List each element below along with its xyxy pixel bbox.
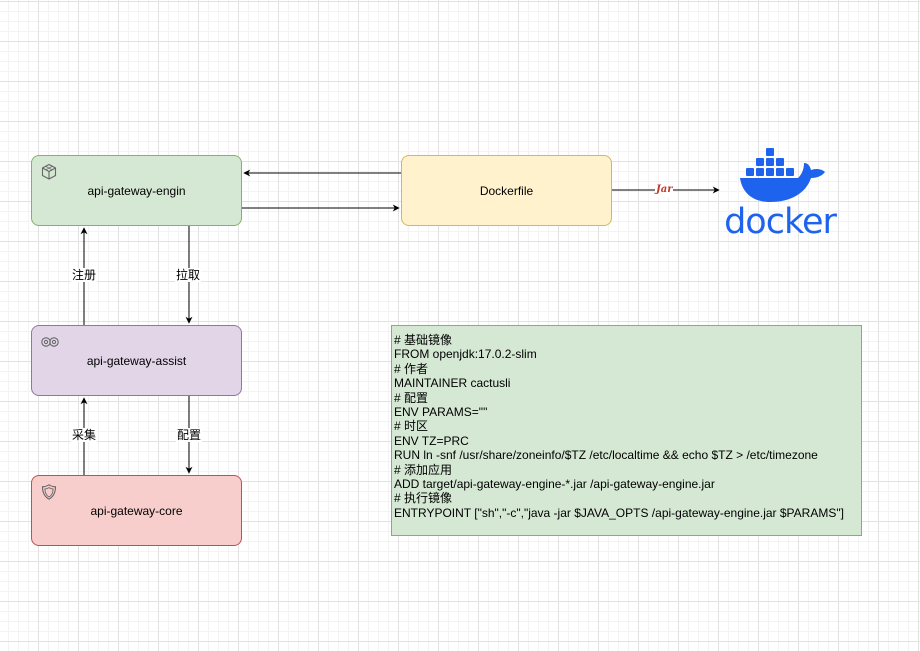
docker-wordmark: docker	[724, 202, 837, 242]
code-line: # 配置	[394, 390, 429, 405]
code-line: RUN ln -snf /usr/share/zoneinfo/$TZ /etc…	[394, 448, 818, 463]
edge-label-pull: 拉取	[175, 268, 202, 282]
node-api-gateway-assist[interactable]: api-gateway-assist	[31, 325, 242, 396]
code-line: # 执行镜像	[394, 491, 453, 506]
node-dockerfile[interactable]: Dockerfile	[401, 155, 612, 226]
node-api-gateway-core[interactable]: api-gateway-core	[31, 475, 242, 546]
node-api-gateway-engin[interactable]: api-gateway-engin	[31, 155, 242, 226]
code-line: MAINTAINER cactusli	[394, 376, 511, 391]
docker-whale-icon	[740, 148, 825, 202]
code-line: # 基础镜像	[394, 333, 453, 347]
code-line: ENV TZ=PRC	[394, 433, 469, 448]
shield-icon	[41, 484, 57, 500]
edge-label-jar: Jar	[655, 183, 674, 197]
node-label: api-gateway-core	[90, 503, 183, 518]
node-label: api-gateway-assist	[86, 353, 187, 368]
code-line: # 时区	[394, 419, 429, 434]
code-line: FROM openjdk:17.0.2-slim	[394, 347, 537, 362]
edge-label-collect: 采集	[71, 428, 98, 442]
code-line: ENTRYPOINT ["sh","-c","java -jar $JAVA_O…	[394, 505, 844, 520]
code-line: # 作者	[394, 361, 429, 376]
dockerfile-code-box: # 基础镜像 FROM openjdk:17.0.2-slim # 作者 MAI…	[391, 325, 862, 536]
code-line: ENV PARAMS=""	[394, 405, 488, 420]
code-line: # 添加应用	[394, 462, 453, 477]
code-line: ADD target/api-gateway-engine-*.jar /api…	[394, 477, 715, 492]
node-label: api-gateway-engin	[87, 183, 186, 198]
edge-label-register: 注册	[71, 268, 98, 282]
link-rings-icon	[41, 337, 59, 347]
cube-icon	[41, 163, 57, 180]
edge-label-config: 配置	[176, 428, 203, 442]
node-label: Dockerfile	[479, 183, 534, 198]
